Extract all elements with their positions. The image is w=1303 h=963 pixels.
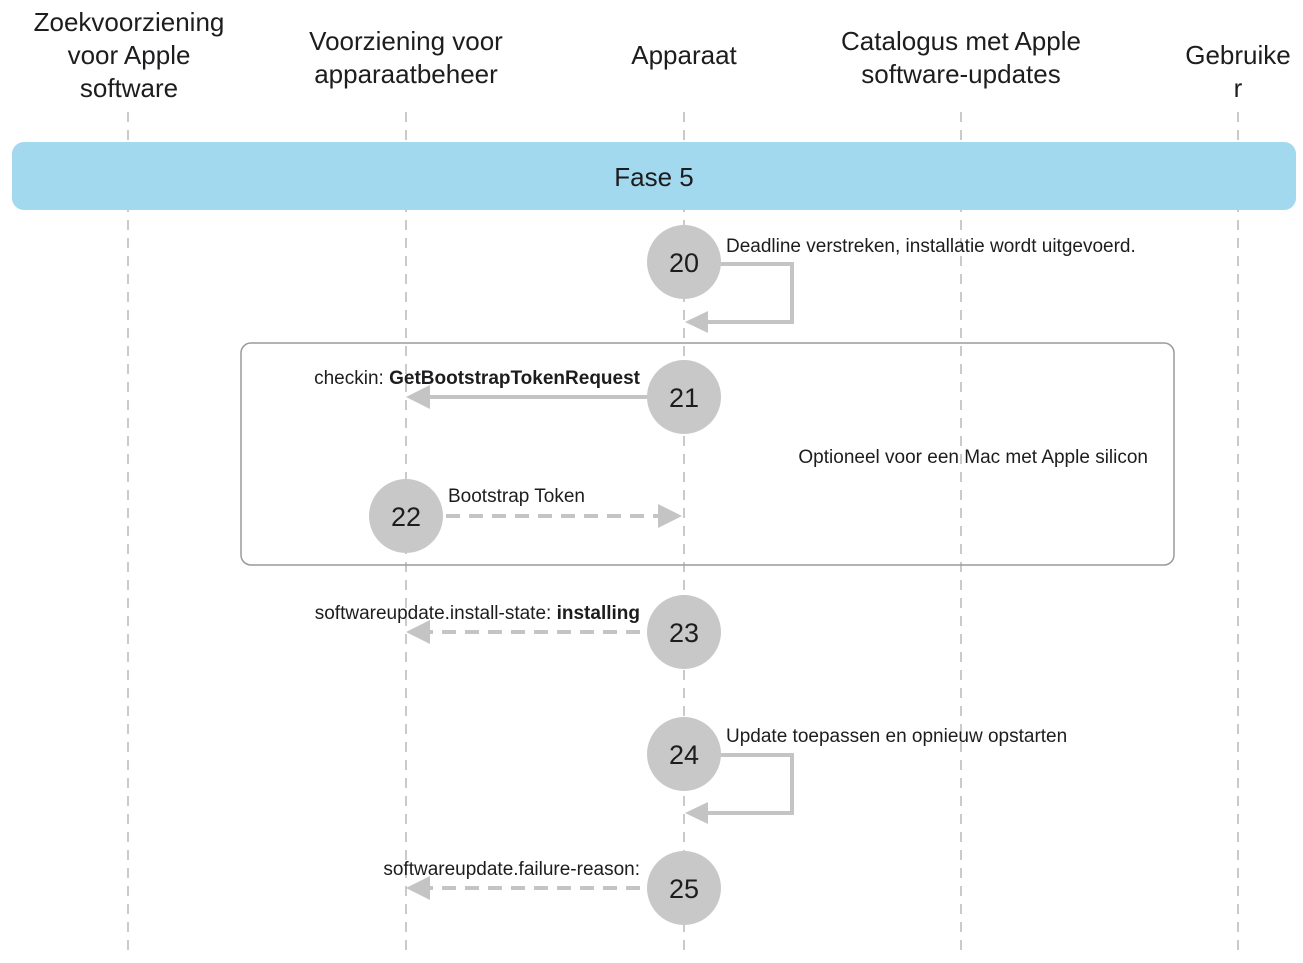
step-23-arrowhead xyxy=(406,620,430,644)
step-22-label: Bootstrap Token xyxy=(448,486,585,507)
lane-title-user: Gebruike r xyxy=(1185,40,1291,103)
step-23-label: softwareupdate.install-state: installing xyxy=(315,603,640,624)
step-circle-25: 25 xyxy=(647,851,721,925)
step-number-23: 23 xyxy=(669,618,699,648)
step-24-self-arrow xyxy=(700,753,794,815)
step-25-label: softwareupdate.failure-reason: xyxy=(383,859,640,880)
step-20-arrowhead xyxy=(685,311,708,333)
phase-band xyxy=(12,142,1296,210)
step-circle-21: 21 xyxy=(647,360,721,434)
lane-title-software-lookup: Zoekvoorziening voor Apple software xyxy=(33,7,225,103)
lane-title-update-catalog: Catalogus met Apple software-updates xyxy=(841,26,1081,89)
step-number-21: 21 xyxy=(669,383,699,413)
step-21-arrowhead xyxy=(406,385,430,409)
step-24-arrowhead xyxy=(685,802,708,824)
step-20-self-arrow xyxy=(700,262,794,324)
step-circle-23: 23 xyxy=(647,595,721,669)
lane-title-device-management: Voorziening voor apparaatbeheer xyxy=(309,26,503,89)
step-number-24: 24 xyxy=(669,740,699,770)
step-number-20: 20 xyxy=(669,248,699,278)
step-22-arrowhead xyxy=(658,504,682,528)
step-circle-22: 22 xyxy=(369,479,443,553)
step-24-label: Update toepassen en opnieuw opstarten xyxy=(726,726,1067,747)
step-number-22: 22 xyxy=(391,502,421,532)
phase-label: Fase 5 xyxy=(614,162,694,192)
lane-title-device: Apparaat xyxy=(631,40,737,70)
optional-group-label: Optioneel voor een Mac met Apple silicon xyxy=(798,447,1148,468)
optional-group-box xyxy=(240,342,1175,566)
step-21-label: checkin: GetBootstrapTokenRequest xyxy=(314,368,641,389)
step-circle-20: 20 xyxy=(647,225,721,299)
step-25-arrowhead xyxy=(406,876,430,900)
step-circle-24: 24 xyxy=(647,717,721,791)
step-number-25: 25 xyxy=(669,874,699,904)
step-20-label: Deadline verstreken, installatie wordt u… xyxy=(726,236,1136,257)
